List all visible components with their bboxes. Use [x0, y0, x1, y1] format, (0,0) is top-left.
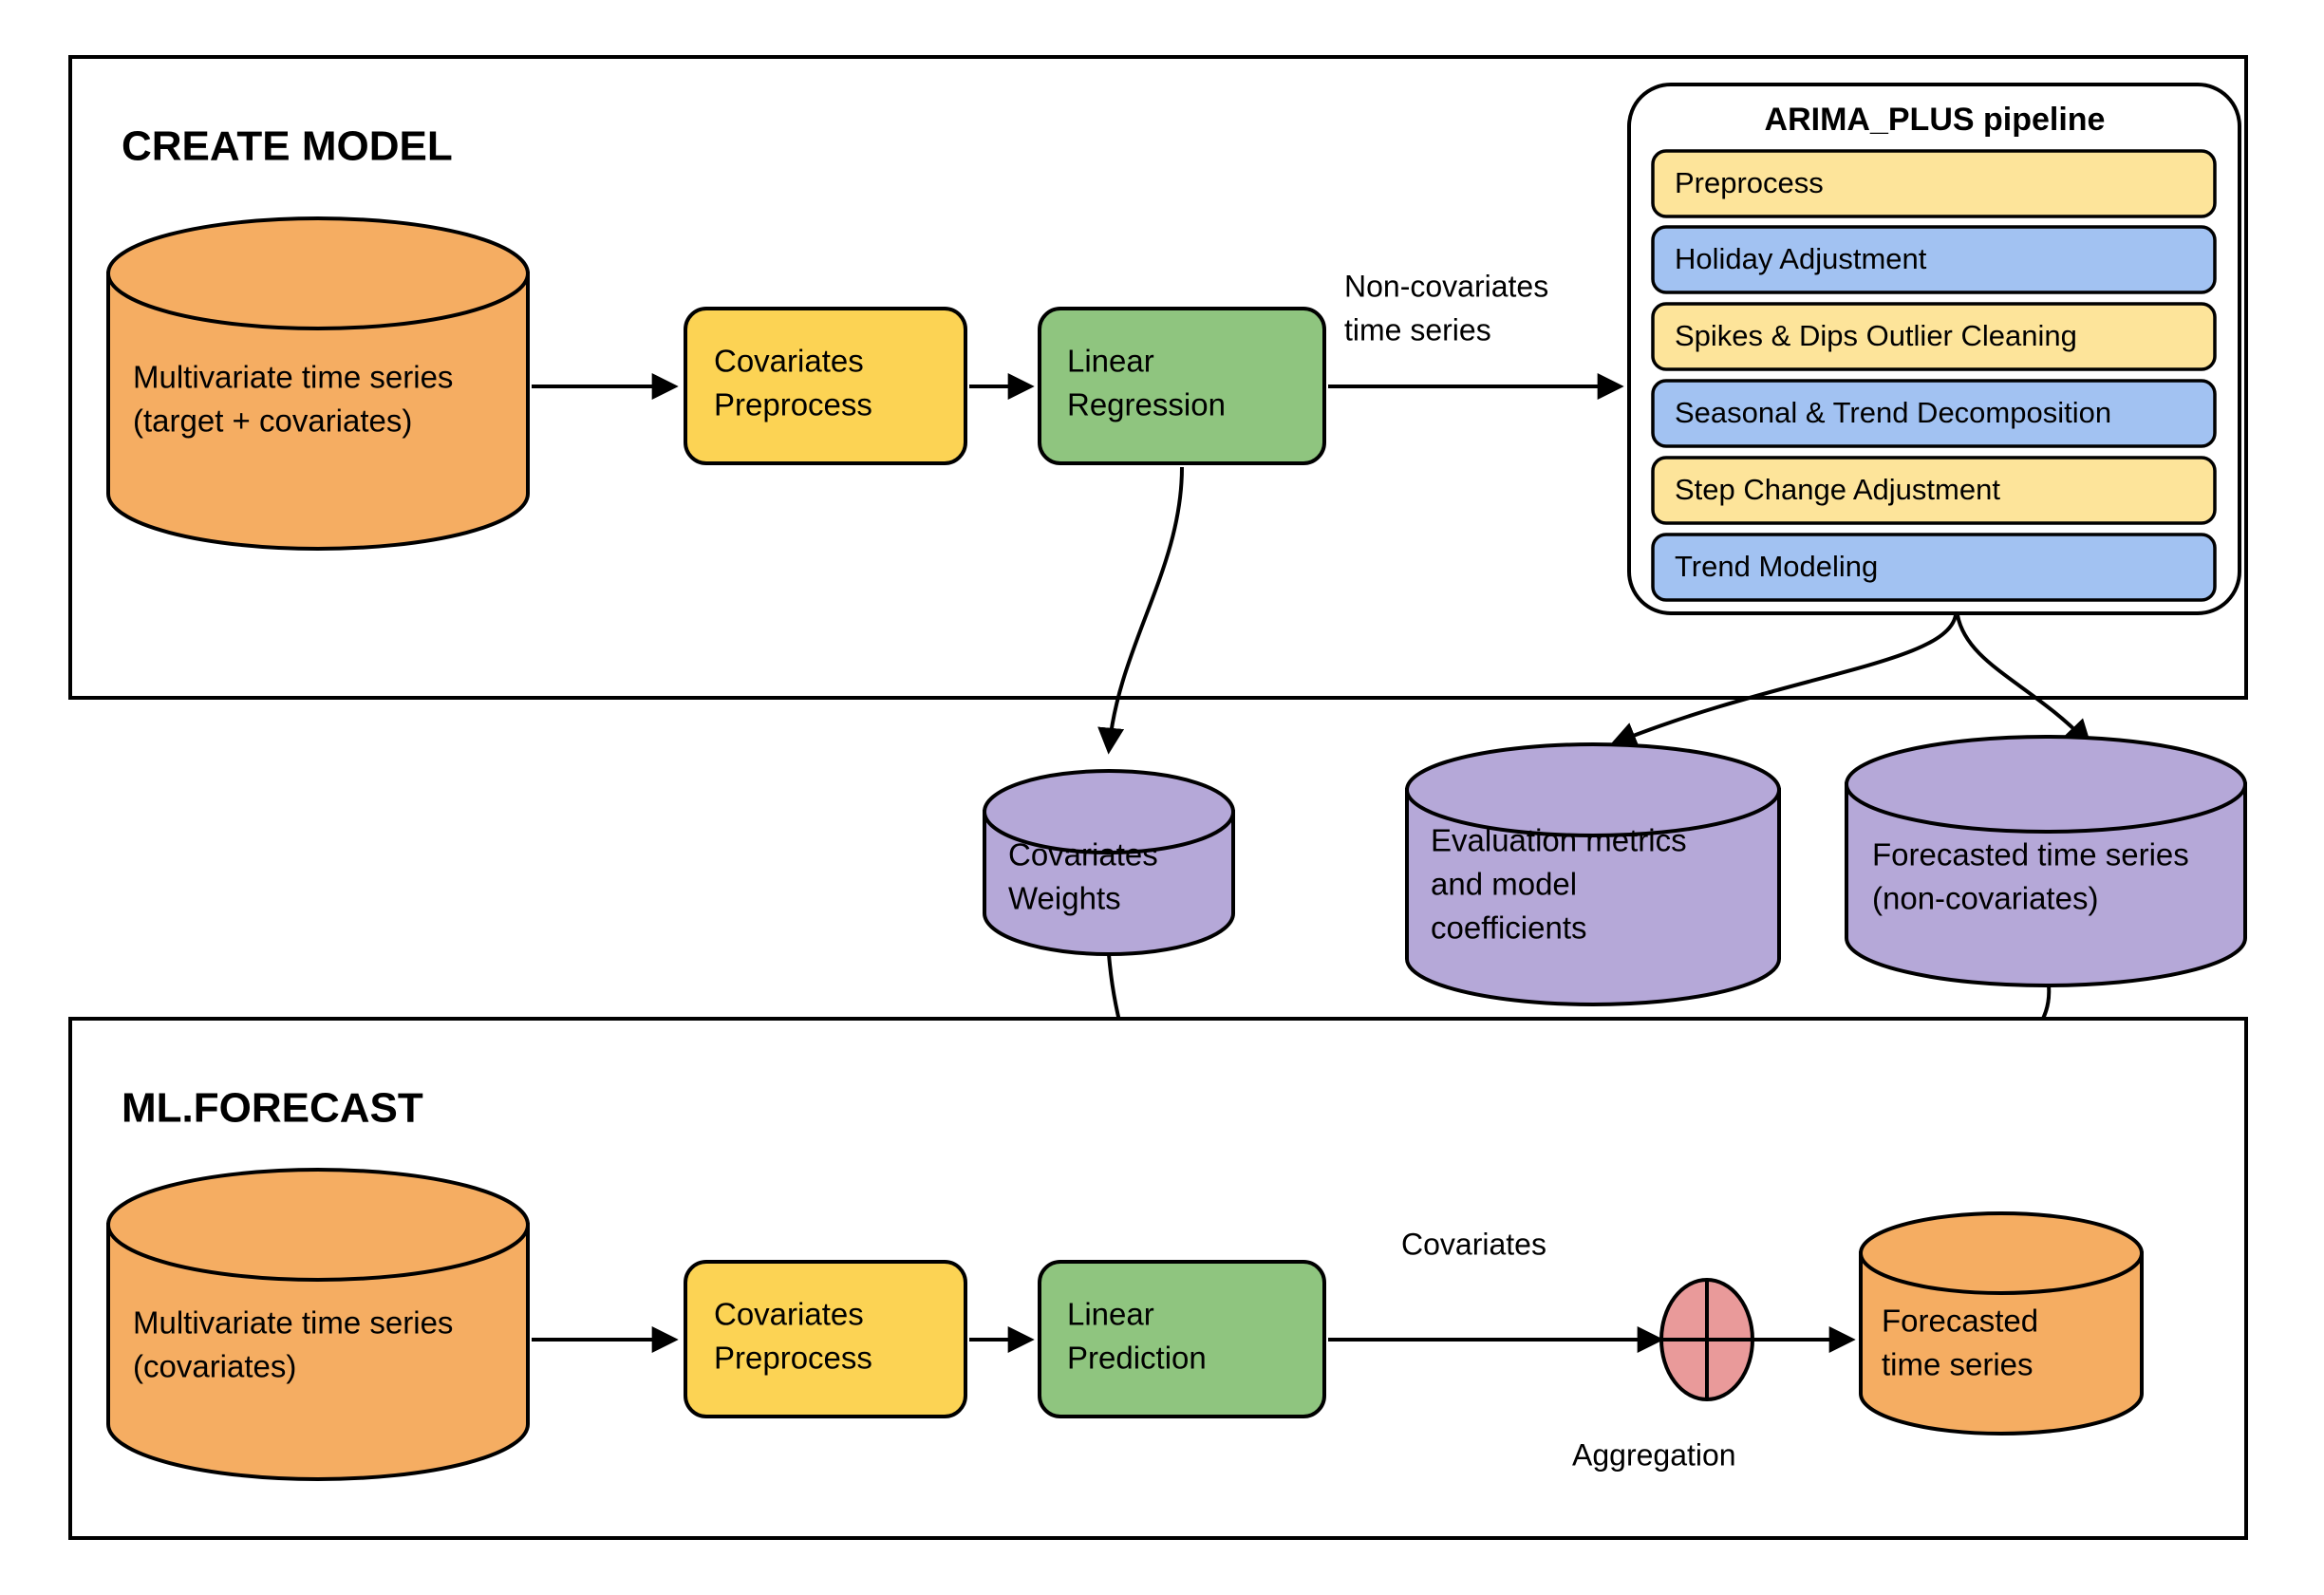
- ml-forecast-source-label-line2: (covariates): [133, 1349, 296, 1384]
- covariates-weights-line2: Weights: [1008, 881, 1121, 916]
- create-model-title: CREATE MODEL: [122, 123, 453, 170]
- pipeline-step-trend-modeling: Trend Modeling: [1651, 533, 2217, 602]
- ml-forecast-title: ML.FORECAST: [122, 1085, 423, 1132]
- evaluation-metrics-line3: coefficients: [1431, 910, 1586, 946]
- svg-text:Seasonal & Trend Decomposition: Seasonal & Trend Decomposition: [1675, 396, 2111, 429]
- forecasted-non-covariates-cylinder: [1845, 735, 2247, 987]
- ml-forecast-source-label-line1: Multivariate time series: [133, 1305, 453, 1341]
- edge-label-non-covariates-ts-line2: time series: [1344, 312, 1491, 347]
- create-model-source-cylinder: [106, 216, 530, 551]
- ml-forecast-result-cylinder: [1859, 1211, 2144, 1436]
- create-model-linear-regression-line2: Regression: [1067, 387, 1226, 422]
- create-model-covariates-preprocess-line1: Covariates: [714, 344, 864, 379]
- edge-label-covariates: Covariates: [1401, 1227, 1546, 1261]
- create-model-source-label-line2: (target + covariates): [133, 403, 412, 439]
- ml-forecast-source-cylinder: [106, 1168, 530, 1481]
- edge-label-non-covariates-ts-line1: Non-covariates: [1344, 269, 1548, 303]
- create-model-linear-regression-box: [1038, 307, 1326, 465]
- forecasted-non-covariates-line1: Forecasted time series: [1872, 837, 2189, 873]
- arima-plus-pipeline-title: ARIMA_PLUS pipeline: [1765, 102, 2106, 138]
- forecasted-non-covariates-line2: (non-covariates): [1872, 881, 2098, 916]
- svg-text:Trend Modeling: Trend Modeling: [1675, 550, 1878, 583]
- create-model-linear-regression-line1: Linear: [1067, 344, 1154, 379]
- ml-forecast-result-line2: time series: [1882, 1347, 2034, 1382]
- create-model-covariates-preprocess-box: [684, 307, 967, 465]
- covariates-weights-cylinder: [983, 769, 1235, 956]
- ml-forecast-covariates-preprocess-line2: Preprocess: [714, 1341, 872, 1376]
- ml-forecast-covariates-preprocess-line1: Covariates: [714, 1297, 864, 1332]
- svg-text:Preprocess: Preprocess: [1675, 166, 1824, 199]
- evaluation-metrics-line2: and model: [1431, 867, 1577, 902]
- covariates-weights-line1: Covariates: [1008, 837, 1158, 873]
- ml-forecast-linear-prediction-line2: Prediction: [1067, 1341, 1207, 1376]
- pipeline-step-step-change-adjustment: Step Change Adjustment: [1651, 456, 2217, 525]
- aggregation-label: Aggregation: [1572, 1437, 1736, 1472]
- evaluation-metrics-line1: Evaluation metrics: [1431, 823, 1687, 858]
- create-model-covariates-preprocess-line2: Preprocess: [714, 387, 872, 422]
- edge-pipeline-to-forecasted-non-covariates: [1956, 614, 2092, 747]
- create-model-source-label-line1: Multivariate time series: [133, 360, 453, 395]
- edge-regression-to-covariates-weights: [1097, 466, 1184, 755]
- pipeline-step-spikes-dips-outlier-cleaning: Spikes & Dips Outlier Cleaning: [1651, 302, 2217, 371]
- pipeline-step-holiday-adjustment: Holiday Adjustment: [1651, 225, 2217, 294]
- ml-forecast-covariates-preprocess-box: [684, 1260, 967, 1418]
- svg-text:Spikes & Dips Outlier Cleaning: Spikes & Dips Outlier Cleaning: [1675, 319, 2077, 352]
- svg-text:Step Change Adjustment: Step Change Adjustment: [1675, 473, 2000, 506]
- pipeline-step-preprocess: Preprocess: [1651, 149, 2217, 218]
- aggregation-node: [1659, 1278, 1754, 1401]
- ml-forecast-linear-prediction-box: [1038, 1260, 1326, 1418]
- ml-forecast-linear-prediction-line1: Linear: [1067, 1297, 1154, 1332]
- evaluation-metrics-cylinder: [1405, 742, 1781, 1006]
- ml-forecast-result-line1: Forecasted: [1882, 1304, 2038, 1339]
- pipeline-step-seasonal-trend-decomposition: Seasonal & Trend Decomposition: [1651, 379, 2217, 448]
- svg-text:Holiday Adjustment: Holiday Adjustment: [1675, 242, 1927, 275]
- edge-pipeline-to-evaluation-metrics: [1609, 614, 1958, 748]
